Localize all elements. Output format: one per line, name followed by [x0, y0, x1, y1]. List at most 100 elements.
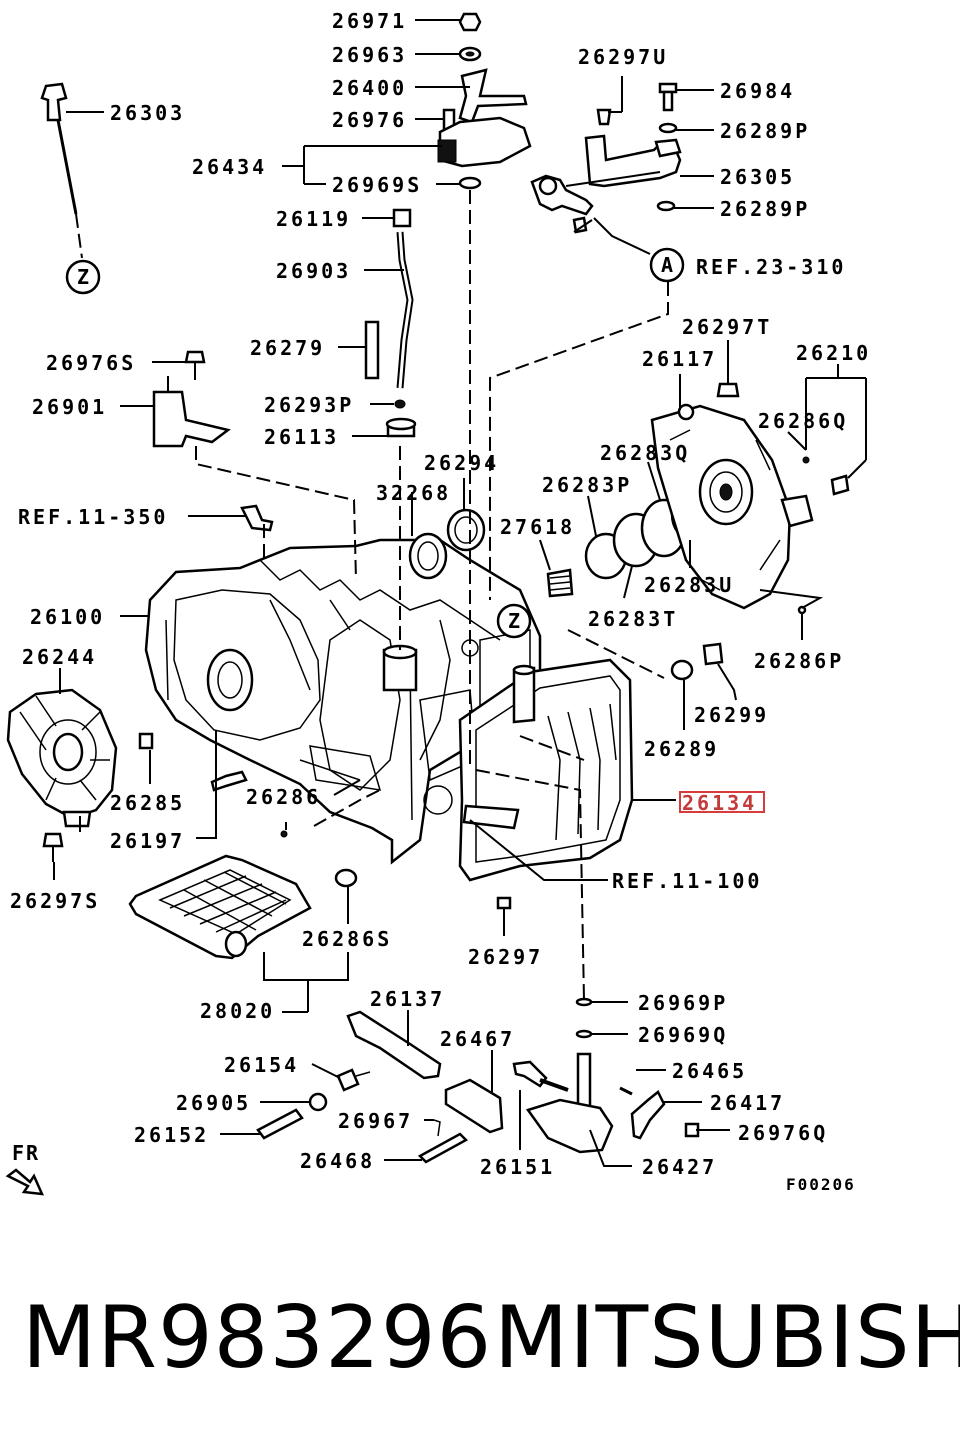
cap-26113-top: [385, 417, 417, 431]
end-cover-26117: [650, 403, 814, 610]
callout-26119: 26119: [276, 207, 351, 231]
callout-ref-23-310: REF.23-310: [696, 255, 846, 279]
oring-26286s: [334, 868, 358, 888]
pin-26285: [138, 732, 154, 750]
tube-26903-inner: [398, 231, 412, 389]
callout-26984: 26984: [720, 79, 795, 103]
callout-26465: 26465: [672, 1059, 747, 1083]
gasket-26289: [670, 659, 694, 681]
pin-26465: [619, 1086, 633, 1096]
plate-26137: [346, 1010, 442, 1080]
rod-26151-shaft: [539, 1078, 569, 1092]
sensor-26901: [152, 390, 231, 448]
leader-lines: [53, 19, 867, 1167]
callout-26285: 26285: [110, 791, 185, 815]
callout-26152: 26152: [134, 1123, 209, 1147]
pipe-26305: [530, 134, 682, 234]
callout-26286q: 26286Q: [758, 409, 848, 433]
callout-26283u: 26283U: [644, 573, 734, 597]
detent-plate-26427: [525, 1098, 614, 1154]
callout-26901: 26901: [32, 395, 107, 419]
callout-26976: 26976: [332, 108, 407, 132]
callout-26903: 26903: [276, 259, 351, 283]
lever-26400: [458, 68, 528, 124]
callout-26417: 26417: [710, 1091, 785, 1115]
callout-ref-11-100: REF.11-100: [612, 869, 762, 893]
ref-circle-z-case-label: Z: [508, 609, 520, 633]
plug-26294-inner: [454, 516, 478, 544]
stud-26279: [364, 320, 380, 380]
callout-26294: 26294: [424, 451, 499, 475]
callout-26289p-lower: 26289P: [720, 197, 810, 221]
bolt-26976q: [684, 1122, 700, 1138]
spring-26154-end: [355, 1071, 371, 1077]
ref-circle-a: [649, 247, 685, 283]
callout-26286p: 26286P: [754, 649, 844, 673]
callout-26286: 26286: [246, 785, 321, 809]
highlight-26134: [679, 791, 765, 813]
inhibitor-switch-connector: [437, 139, 457, 163]
callout-26976s: 26976S: [46, 351, 136, 375]
callout-28020: 28020: [200, 999, 275, 1023]
filter-28020: [128, 854, 312, 960]
spring-27618-coils: [549, 575, 571, 591]
callout-26279: 26279: [250, 336, 325, 360]
callout-26289p-upper: 26289P: [720, 119, 810, 143]
rod-26151: [512, 1060, 548, 1088]
oil-pan-26134: [458, 658, 634, 882]
callout-26905: 26905: [176, 1091, 251, 1115]
direction-arrow: [5, 1168, 45, 1196]
callout-26969p: 26969P: [638, 991, 728, 1015]
transmission-case-26100: [144, 538, 542, 865]
dipstick-rod: [56, 119, 78, 215]
bolt-26297t: [716, 382, 740, 398]
pin-26152: [256, 1108, 304, 1140]
callout-26400: 26400: [332, 76, 407, 100]
dipstick-cap-26303: [40, 82, 68, 122]
bracket-ref-11-350: [240, 504, 274, 532]
callout-26969q: 26969Q: [638, 1023, 728, 1047]
callout-27618: 27618: [500, 515, 575, 539]
bolt-26286q: [830, 474, 850, 496]
bolt-26297u: [596, 108, 612, 126]
callout-26137: 26137: [370, 987, 445, 1011]
callout-26286s: 26286S: [302, 927, 392, 951]
callout-26303: 26303: [110, 101, 185, 125]
callout-26427: 26427: [642, 1155, 717, 1179]
callout-labels: 26971 26963 26400 26976 26434 26969S 261…: [10, 9, 868, 1179]
callout-26963: 26963: [332, 43, 407, 67]
bracket-26467: [444, 1078, 504, 1134]
callout-26297: 26297: [468, 945, 543, 969]
callout-26244: 26244: [22, 645, 97, 669]
callout-26297u: 26297U: [578, 45, 668, 69]
plug-26286q: [802, 456, 810, 464]
oring-26293p: [394, 399, 406, 409]
part-number: MR983296: [22, 1288, 493, 1388]
clip-26967: [433, 1119, 441, 1137]
bolt-26297s: [42, 832, 64, 848]
bolt-26984: [658, 82, 678, 94]
dashed-lines: [195, 190, 669, 1001]
callout-26467: 26467: [440, 1027, 515, 1051]
ref-circle-z-case: [496, 603, 532, 639]
ref-circle-a-label: A: [661, 253, 673, 277]
callout-26967: 26967: [338, 1109, 413, 1133]
callout-26283q: 26283Q: [600, 441, 690, 465]
callout-26197: 26197: [110, 829, 185, 853]
washer-26963-hole: [465, 51, 475, 57]
washer-26289p-upper: [658, 122, 678, 134]
callout-26289: 26289: [644, 737, 719, 761]
seal-32268-inner: [417, 541, 439, 571]
callout-26976q: 26976Q: [738, 1121, 828, 1145]
callout-32268: 32268: [376, 481, 451, 505]
washer-26289p-lower: [656, 200, 676, 212]
spring-26417: [630, 1090, 666, 1140]
ref-circle-z-top: [65, 259, 101, 295]
bolt-26976s: [184, 350, 206, 364]
brand-name: MITSUBISHI: [494, 1288, 960, 1388]
seal-32268: [408, 532, 448, 580]
callout-26154: 26154: [224, 1053, 299, 1077]
housing-26244: [6, 688, 118, 828]
shaft-26427: [576, 1052, 592, 1110]
